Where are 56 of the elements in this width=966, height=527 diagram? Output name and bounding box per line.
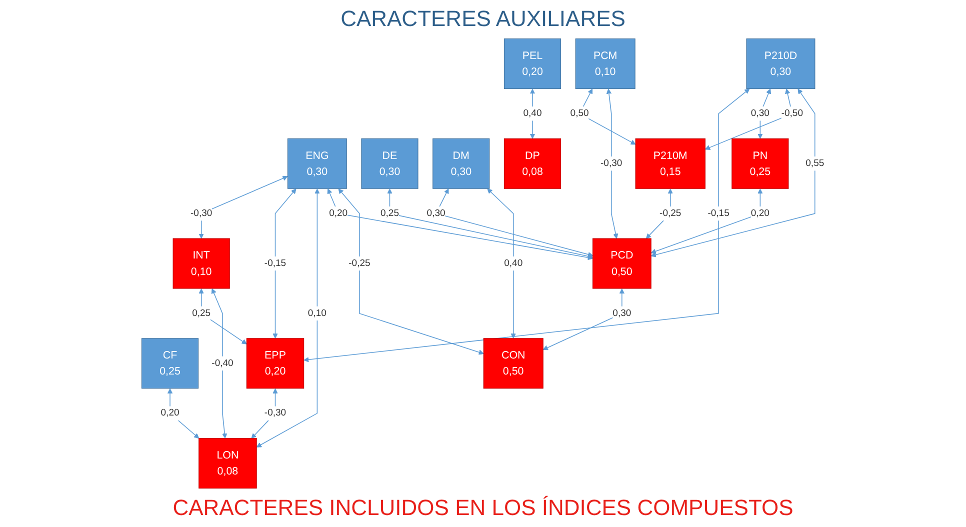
arrow xyxy=(646,188,674,239)
node-box: LON 0,08 xyxy=(198,438,257,489)
node-box: CF 0,25 xyxy=(142,338,199,389)
edge-label: 0,55 xyxy=(806,158,824,168)
diagram-caption: CARACTERES INCLUIDOS EN LOS ÍNDICES COMPUESTOS xyxy=(172,495,794,521)
arrow xyxy=(530,88,536,139)
edge-label: 0,40 xyxy=(523,108,542,118)
node-box: DE 0,30 xyxy=(361,138,418,189)
edge-label: 0,50 xyxy=(570,108,589,118)
edge-label: -0,30 xyxy=(264,408,286,418)
edge-label: -0,40 xyxy=(212,358,234,368)
edge-label: 0,40 xyxy=(504,258,523,268)
edge-label: -0,50 xyxy=(781,108,804,118)
node-box: P210M 0,15 xyxy=(635,138,706,189)
edge-label: 0,10 xyxy=(308,308,326,318)
arrow xyxy=(198,176,288,239)
edge-label: -0,30 xyxy=(600,158,622,168)
edge-label: -0,30 xyxy=(190,208,212,218)
node-box: PCM 0,10 xyxy=(575,38,636,89)
edge-label: -0,25 xyxy=(660,208,682,218)
edge-label: 0,30 xyxy=(612,308,632,318)
arrow xyxy=(304,88,750,362)
node-box: DM 0,30 xyxy=(432,138,490,189)
node-box: PN 0,25 xyxy=(732,138,789,189)
node-box: DP 0,08 xyxy=(504,138,562,189)
edge-label: 0,20 xyxy=(750,208,770,218)
arrow xyxy=(606,88,618,239)
node-box: ENG 0,30 xyxy=(288,138,347,189)
edge-label: 0,25 xyxy=(380,208,400,218)
arrow xyxy=(251,388,278,439)
arrow xyxy=(650,188,763,254)
diagram-title: CARACTERES AUXILIARES xyxy=(340,6,626,32)
arrow xyxy=(387,188,594,259)
arrow xyxy=(487,188,516,339)
node-box: PCD 0,50 xyxy=(592,238,652,289)
arrow xyxy=(272,188,296,339)
node-box: PEL 0,20 xyxy=(504,38,562,89)
edge-label: 0,20 xyxy=(160,408,180,418)
edge-label: 0,30 xyxy=(426,208,446,218)
edge-label: -0,25 xyxy=(348,258,370,268)
edge-label: 0,30 xyxy=(750,108,770,118)
arrow xyxy=(211,288,228,439)
arrow xyxy=(327,188,594,260)
arrow xyxy=(198,288,247,344)
node-box: EPP 0,20 xyxy=(246,338,304,389)
arrow xyxy=(338,188,484,355)
edge-label: 0,25 xyxy=(192,308,211,318)
node-box: CON 0,50 xyxy=(483,338,544,389)
edge-label: 0,20 xyxy=(329,208,348,218)
arrow xyxy=(542,288,625,350)
arrow xyxy=(167,388,200,439)
arrow xyxy=(256,188,320,448)
edge-label: -0,15 xyxy=(708,208,730,218)
node-box: INT 0,10 xyxy=(172,238,230,289)
edge-label: -0,15 xyxy=(264,258,286,268)
node-box: P210D 0,30 xyxy=(746,38,816,89)
